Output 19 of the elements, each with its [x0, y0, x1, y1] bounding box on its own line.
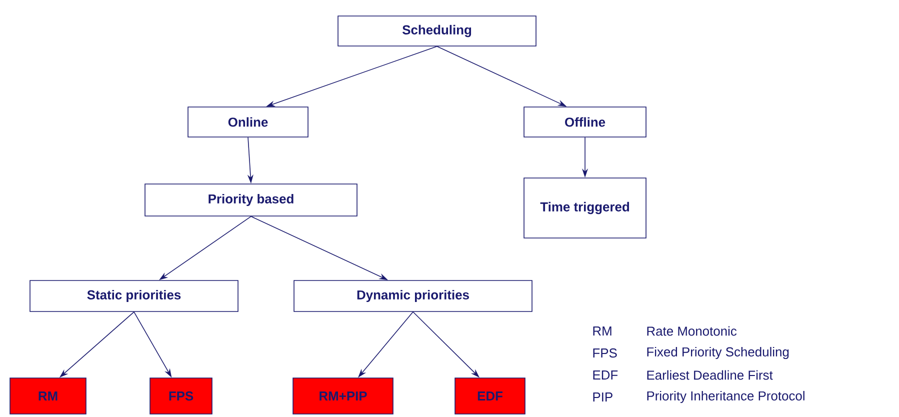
method-box: EDF [454, 378, 526, 414]
category-box: Dynamic priorities [294, 280, 532, 312]
abbreviation-meaning: Priority Inheritance Protocol [647, 390, 804, 404]
category-box: Online [188, 106, 308, 138]
abbreviation-meaning: Rate Monotonic [647, 326, 737, 336]
category-box: Scheduling [338, 16, 536, 46]
abbreviation: PIP [593, 392, 612, 402]
category-box: Offline [524, 106, 646, 138]
abbreviation: RM [593, 326, 612, 336]
abbreviation: EDF [593, 370, 618, 380]
abbreviation: FPS [593, 348, 617, 358]
category-box: Priority based [144, 184, 358, 216]
abbreviation-meaning: Earliest Deadline First [647, 370, 773, 380]
category-box: Time triggered [524, 178, 646, 238]
method-box: FPS [150, 378, 212, 414]
method-box: RM [10, 378, 86, 414]
method-box: RM+PIP [292, 378, 394, 414]
abbreviation-meaning: Fixed Priority Scheduling [647, 346, 789, 360]
category-box: Static priorities [30, 280, 238, 312]
